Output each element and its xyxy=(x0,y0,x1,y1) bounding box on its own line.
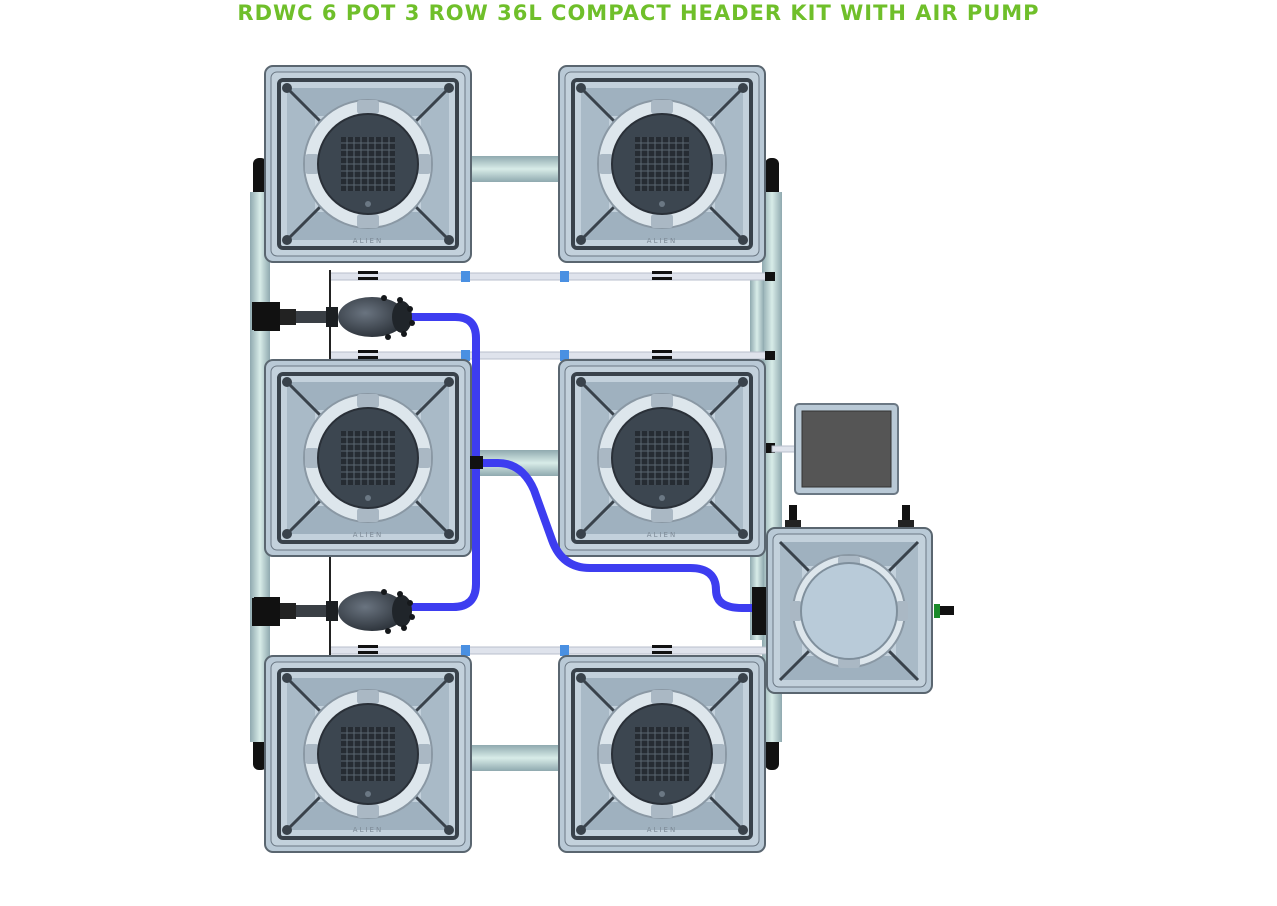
pipe-row1 xyxy=(470,156,562,182)
hose-tee xyxy=(470,456,483,469)
pot-row1-left xyxy=(263,64,473,264)
pipe-row3 xyxy=(470,745,562,771)
air-pump-upper xyxy=(252,295,415,340)
pot-row1-right xyxy=(557,64,767,264)
pot-row2-left xyxy=(263,358,473,558)
pot-row3-right xyxy=(557,654,767,854)
pot-brand-label: ALIEN xyxy=(647,531,677,539)
pot-brand-label: ALIEN xyxy=(647,237,677,245)
pot-brand-label: ALIEN xyxy=(353,237,383,245)
air-pump-lower xyxy=(252,589,415,634)
page-title: RDWC 6 POT 3 ROW 36L COMPACT HEADER KIT … xyxy=(237,1,1040,25)
air-lines xyxy=(329,270,775,656)
pot-brand-label: ALIEN xyxy=(353,826,383,834)
pot-row2-right xyxy=(557,358,767,558)
air-pump-display xyxy=(771,403,899,495)
pot-row3-left xyxy=(263,654,473,854)
pot-brand-label: ALIEN xyxy=(353,531,383,539)
header-tank xyxy=(752,505,954,694)
pot-brand-label: ALIEN xyxy=(647,826,677,834)
